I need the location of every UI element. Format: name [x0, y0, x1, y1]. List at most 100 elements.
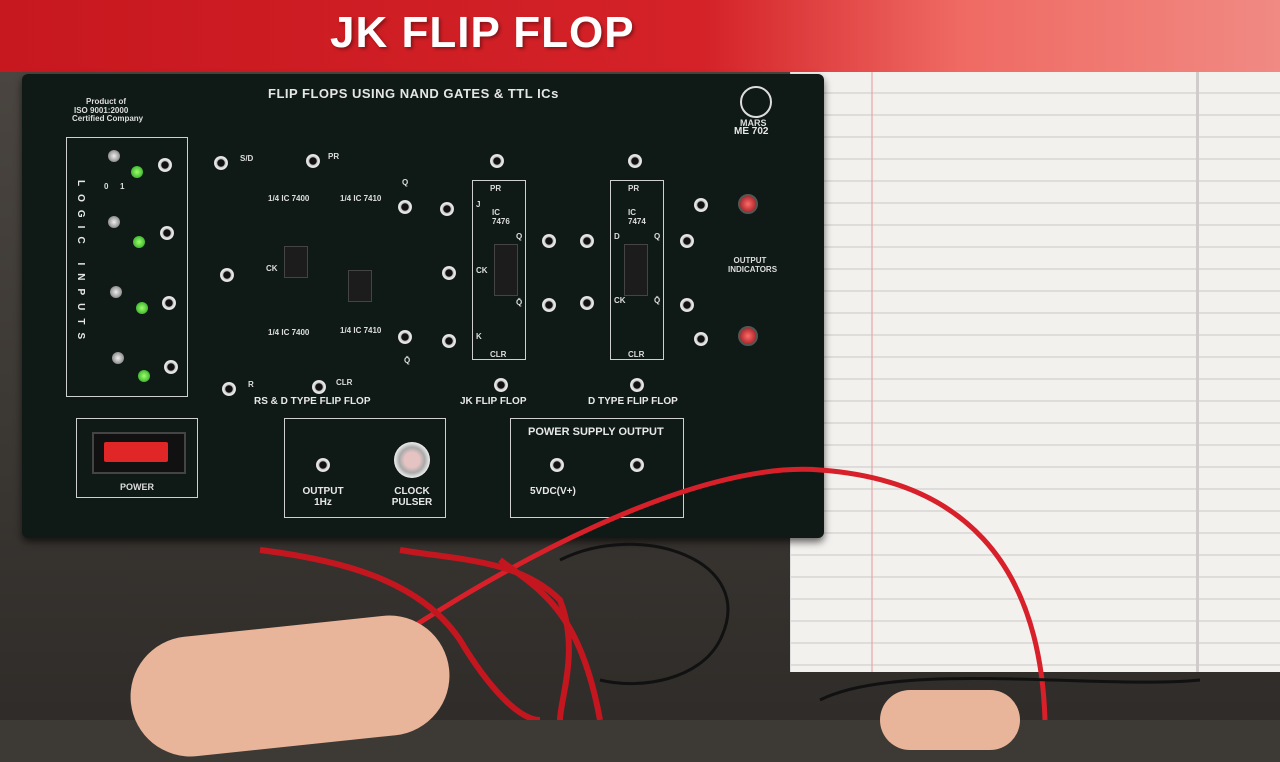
logic-led-3	[136, 302, 148, 314]
d-pin-clr: CLR	[628, 350, 645, 359]
d-socket-qbar[interactable]	[680, 298, 694, 312]
logic-toggle-1[interactable]	[108, 150, 120, 162]
socket-sd[interactable]	[214, 156, 228, 170]
ic-chip-7410	[348, 270, 372, 302]
toggle-label-1: 1	[120, 182, 125, 191]
ic-chip-7400	[284, 246, 308, 278]
clock-output-label: OUTPUT 1Hz	[302, 486, 344, 508]
logic-toggle-2[interactable]	[108, 216, 120, 228]
notebook-margin-line	[871, 72, 873, 672]
d-socket-d[interactable]	[580, 234, 594, 248]
logic-toggle-3[interactable]	[110, 286, 122, 298]
gate-label-4: 1/4 IC 7410	[340, 326, 382, 335]
red-wire-3	[399, 547, 572, 720]
gate-label-3: 1/4 IC 7400	[268, 328, 310, 337]
clock-panel	[284, 418, 446, 518]
gate-label-1: 1/4 IC 7400	[268, 194, 310, 203]
jk-pin-ck: CK	[476, 266, 488, 275]
power-supply-panel	[510, 418, 684, 518]
pin-label-qbar: Q̄	[404, 356, 411, 365]
pin-label-pr: PR	[328, 152, 340, 161]
jk-section-label: JK FLIP FLOP	[460, 396, 527, 407]
jk-pin-pr: PR	[490, 184, 502, 193]
pin-label-sd: S/D	[240, 154, 254, 163]
d-pin-d: D	[614, 232, 620, 241]
indicator-led-1	[738, 194, 758, 214]
indicator-led-2	[738, 326, 758, 346]
power-rocker[interactable]	[104, 442, 168, 462]
jk-pin-clr: CLR	[490, 350, 507, 359]
socket-q[interactable]	[398, 200, 412, 214]
pin-label-r: R	[248, 380, 254, 389]
logic-led-1	[131, 166, 143, 178]
brand-logo-icon	[740, 86, 772, 118]
title-banner: JK FLIP FLOP	[0, 0, 1280, 72]
logic-led-4	[138, 370, 150, 382]
d-socket-clr[interactable]	[630, 378, 644, 392]
jk-socket-qbar[interactable]	[542, 298, 556, 312]
logic-socket-1[interactable]	[158, 158, 172, 172]
toggle-label-0: 0	[104, 182, 109, 191]
clock-pulser-button[interactable]	[394, 442, 430, 478]
video-title: JK FLIP FLOP	[330, 8, 635, 57]
indicator-socket-1[interactable]	[694, 198, 708, 212]
black-wire-2	[819, 677, 1201, 702]
socket-clr[interactable]	[312, 380, 326, 394]
logic-inputs-panel	[66, 137, 188, 397]
logic-socket-3[interactable]	[162, 296, 176, 310]
d-section-label: D TYPE FLIP FLOP	[588, 396, 678, 407]
d-ic-box	[610, 180, 664, 360]
socket-qbar[interactable]	[398, 330, 412, 344]
d-ic-chip	[624, 244, 648, 296]
d-pin-q: Q	[654, 232, 661, 241]
notebook	[790, 72, 1280, 672]
vcc-socket[interactable]	[550, 458, 564, 472]
output-indicators-label: OUTPUT INDICATORS	[728, 256, 778, 274]
jk-socket-pr[interactable]	[490, 154, 504, 168]
gate-label-2: 1/4 IC 7410	[340, 194, 382, 203]
socket-r[interactable]	[222, 382, 236, 396]
jk-ic-label: IC 7476	[492, 208, 510, 226]
logic-socket-4[interactable]	[164, 360, 178, 374]
logic-led-2	[133, 236, 145, 248]
d-pin-pr: PR	[628, 184, 640, 193]
hand-right	[880, 690, 1020, 750]
jk-pin-q: Q	[516, 232, 523, 241]
logic-socket-2[interactable]	[160, 226, 174, 240]
power-supply-title: POWER SUPPLY OUTPUT	[528, 426, 664, 438]
d-pin-ck: CK	[614, 296, 626, 305]
pin-label-q: Q	[402, 178, 409, 187]
pin-label-clr: CLR	[336, 378, 353, 387]
red-wire-loop	[318, 466, 1048, 720]
jk-socket-q[interactable]	[542, 234, 556, 248]
jk-pin-qbar: Q̄	[516, 298, 523, 307]
model-number: ME 702	[734, 126, 769, 137]
ground-socket[interactable]	[630, 458, 644, 472]
d-socket-pr[interactable]	[628, 154, 642, 168]
jk-socket-k[interactable]	[442, 334, 456, 348]
jk-socket-clr[interactable]	[494, 378, 508, 392]
d-pin-qbar: Q̄	[654, 296, 661, 305]
indicator-socket-2[interactable]	[694, 332, 708, 346]
jk-pin-j: J	[476, 200, 481, 209]
jk-pin-k: K	[476, 332, 482, 341]
red-wire-2	[259, 547, 541, 720]
socket-ck[interactable]	[220, 268, 234, 282]
jk-ic-chip	[494, 244, 518, 296]
socket-pr[interactable]	[306, 154, 320, 168]
black-wire	[559, 542, 730, 686]
logic-toggle-4[interactable]	[112, 352, 124, 364]
jk-ic-box	[472, 180, 526, 360]
d-ic-label: IC 7474	[628, 208, 646, 226]
board-title: FLIP FLOPS USING NAND GATES & TTL ICs	[268, 86, 559, 101]
power-switch[interactable]	[92, 432, 186, 474]
jk-socket-ck[interactable]	[442, 266, 456, 280]
jk-socket-j[interactable]	[440, 202, 454, 216]
d-socket-ck[interactable]	[580, 296, 594, 310]
clock-output-socket[interactable]	[316, 458, 330, 472]
d-socket-q[interactable]	[680, 234, 694, 248]
notebook-fold	[1196, 72, 1199, 672]
power-supply-voltage: 5VDC(V+)	[530, 486, 576, 497]
power-label: POWER	[120, 482, 155, 492]
clock-pulser-label: CLOCK PULSER	[391, 486, 433, 508]
